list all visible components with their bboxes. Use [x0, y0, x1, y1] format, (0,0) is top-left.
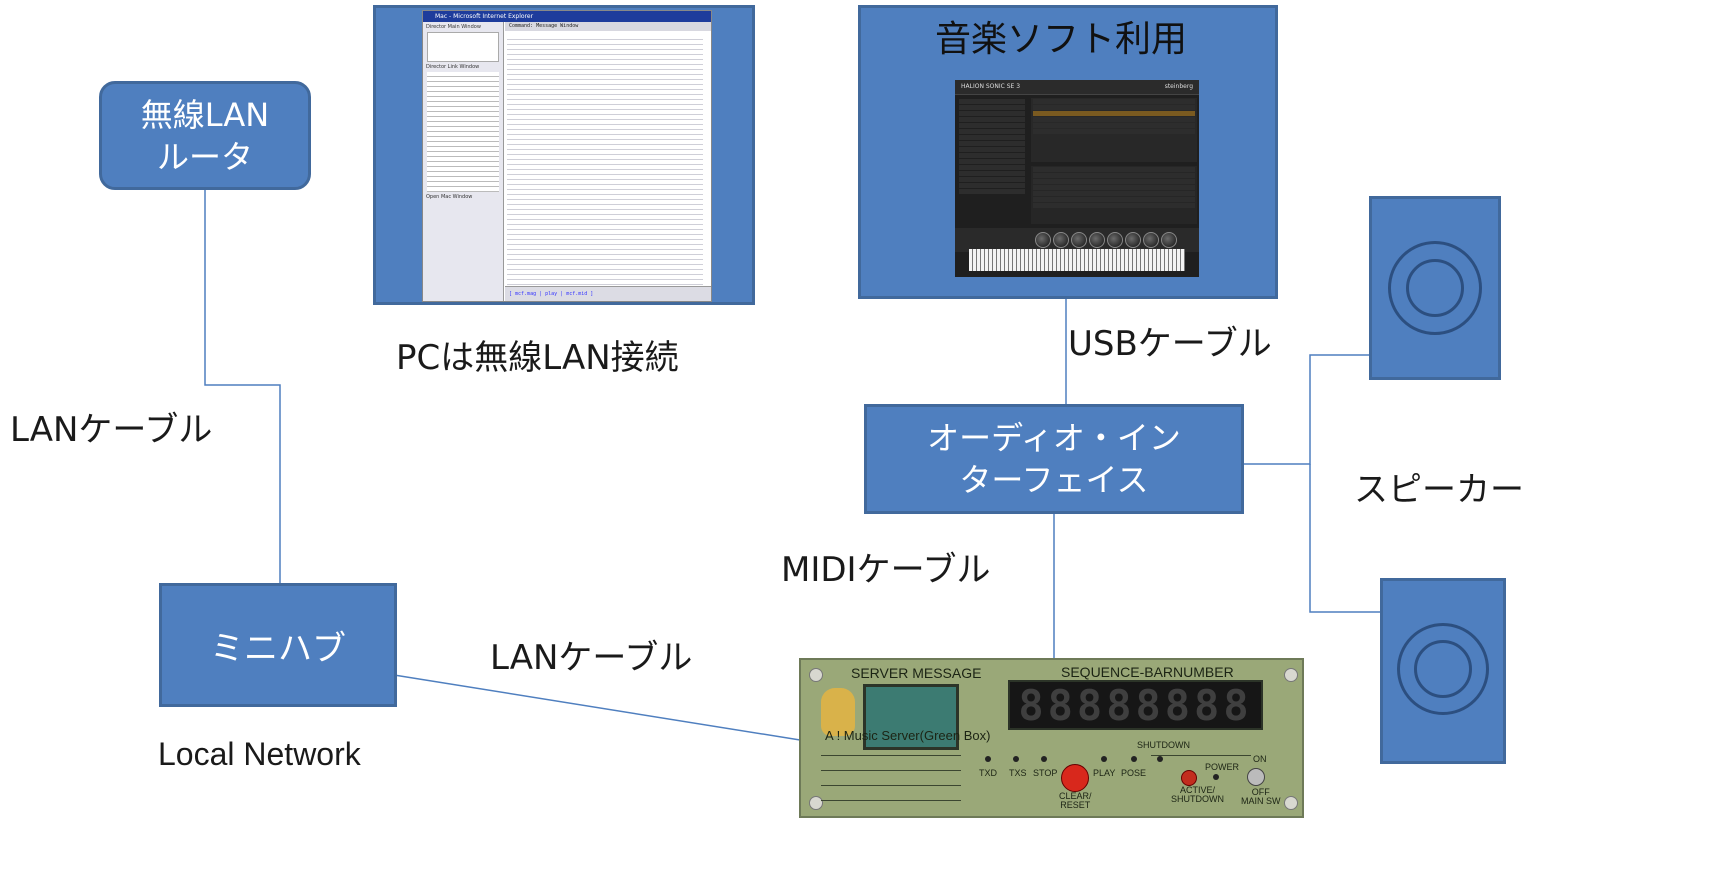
browser-window: Mac - Microsoft Internet Explorer Direct… [422, 10, 712, 302]
browser-title-bar: Mac - Microsoft Internet Explorer [423, 11, 711, 22]
side-link-title: Director Link Window [426, 64, 480, 70]
music-software-title: 音楽ソフト利用 [935, 19, 1188, 60]
server-message-lcd [863, 684, 959, 750]
wireless-router-node: 無線LAN ルータ [99, 81, 311, 190]
speaker-bottom [1380, 578, 1506, 764]
sequence-7seg-display: 88888888 [1008, 680, 1263, 730]
lan-cable-label-bottom: LANケーブル [490, 638, 693, 678]
server-message-label: SERVER MESSAGE [851, 665, 982, 681]
clear-reset-label: CLEAR/ RESET [1059, 791, 1092, 810]
clear-reset-button[interactable] [1061, 764, 1089, 792]
side-open-title: Open Mac Window [426, 194, 473, 200]
local-network-label: Local Network [158, 736, 361, 772]
daw-window: HALION SONIC SE 3 steinberg [955, 80, 1199, 277]
indicator-txd: TXD [979, 768, 997, 778]
device-name: A ! Music Server(Green Box) [825, 728, 991, 743]
indicator-txs: TXS [1009, 768, 1027, 778]
power-label: POWER [1205, 762, 1240, 772]
indicator-pose: POSE [1121, 768, 1147, 778]
main-switch[interactable] [1247, 768, 1265, 786]
seg-digits: 88888888 [1018, 680, 1253, 730]
speaker-label: スピーカー [1354, 470, 1524, 510]
usb-cable-label: USBケーブル [1068, 324, 1272, 364]
pc-wireless-label: PCは無線LAN接続 [396, 338, 679, 378]
command-header: Command: Message Window [505, 22, 711, 31]
side-title: Director Main Window [426, 24, 481, 30]
daw-top-bar: HALION SONIC SE 3 steinberg [955, 80, 1199, 95]
shutdown-top-label: SHUTDOWN [1137, 740, 1190, 750]
active-shutdown-label: ACTIVE/ SHUTDOWN [1171, 785, 1224, 804]
audio-interface-node: オーディオ・イン ターフェイス [864, 404, 1244, 514]
speaker-top [1369, 196, 1501, 380]
audio-speaker-wire [1243, 354, 1370, 465]
hub-greenbox-cable [393, 674, 801, 741]
active-shutdown-button[interactable] [1181, 770, 1197, 786]
mini-hub-node: ミニハブ [159, 583, 397, 707]
indicator-stop: STOP [1033, 768, 1058, 778]
browser-footer: [ mcf.mag | play | mcf.mid ] [505, 286, 711, 301]
daw-brand: steinberg [1164, 83, 1193, 90]
daw-knob-row [955, 228, 1199, 252]
daw-keyboard [969, 249, 1185, 271]
sequence-barnumber-label: SEQUENCE-BARNUMBER [1061, 664, 1234, 680]
sequence-listing [507, 35, 703, 287]
mascot-icon [821, 688, 855, 736]
lan-cable-label-left: LANケーブル [10, 410, 213, 450]
audio-speaker-wire-2 [1309, 464, 1380, 613]
director-side-panel: Director Main Window Director Link Windo… [423, 22, 504, 301]
pc-screenshot-frame: Mac - Microsoft Internet Explorer Direct… [373, 5, 755, 305]
router-hub-cable [204, 190, 281, 585]
midi-cable-label: MIDIケーブル [781, 550, 991, 590]
off-main-sw-label: OFF MAIN SW [1241, 787, 1281, 806]
on-label: ON [1253, 754, 1267, 764]
green-box-server-panel: SERVER MESSAGE SEQUENCE-BARNUMBER 888888… [799, 658, 1304, 818]
music-software-frame: 音楽ソフト利用 HALION SONIC SE 3 steinberg [858, 5, 1278, 299]
daw-product: HALION SONIC SE 3 [961, 83, 1021, 90]
indicator-play: PLAY [1093, 768, 1116, 778]
